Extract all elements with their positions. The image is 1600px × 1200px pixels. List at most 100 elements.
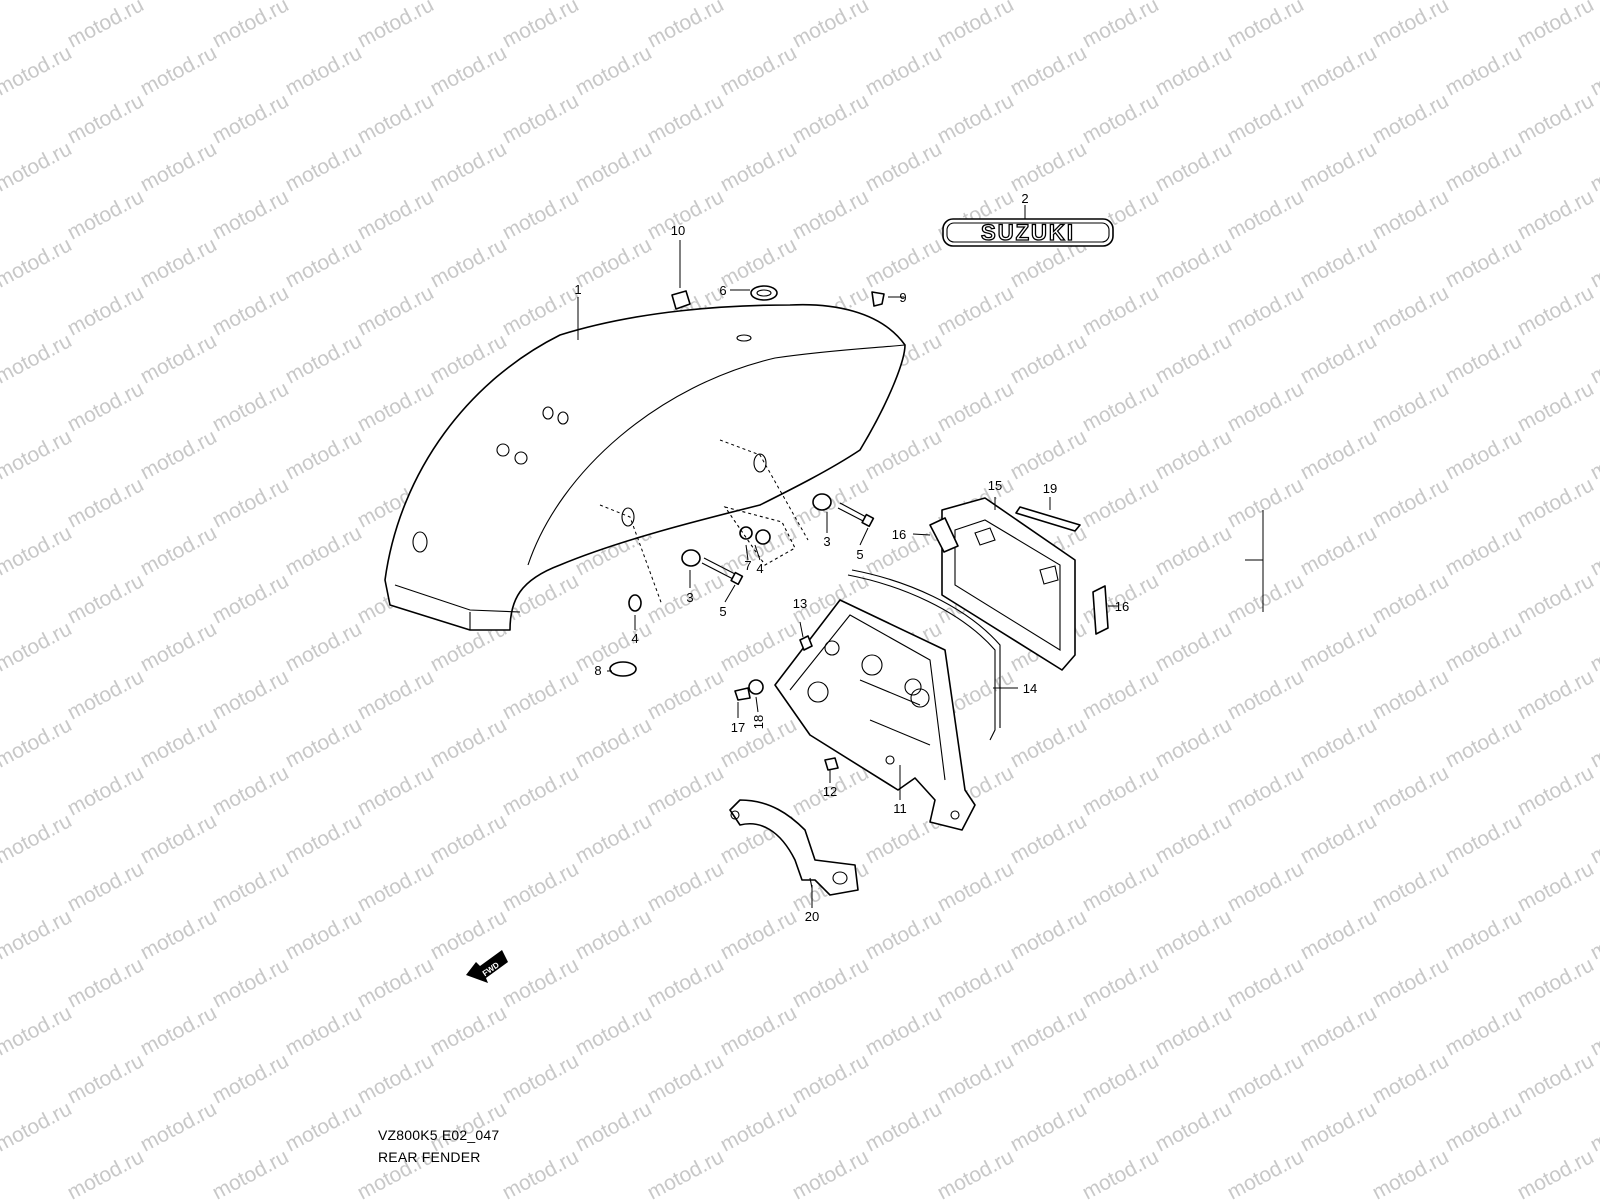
watermark-text: motod.ru bbox=[1079, 281, 1163, 340]
watermark-text: motod.ru bbox=[282, 617, 366, 676]
watermark-text: motod.ru bbox=[427, 1001, 511, 1060]
watermark-text: motod.ru bbox=[354, 857, 438, 916]
emblem-text: SUZUKI bbox=[981, 220, 1075, 245]
watermark-text: motod.ru bbox=[1152, 329, 1236, 388]
watermark-text: motod.ru bbox=[862, 233, 946, 292]
watermark-text: motod.ru bbox=[282, 0, 366, 4]
watermark-text: motod.ru bbox=[64, 1049, 148, 1108]
watermark-text: motod.ru bbox=[0, 713, 76, 772]
watermark-text: motod.ru bbox=[1587, 809, 1600, 868]
watermark-text: motod.ru bbox=[789, 1049, 873, 1108]
watermark-text: motod.ru bbox=[862, 1001, 946, 1060]
watermark-text: motod.ru bbox=[644, 185, 728, 244]
watermark-text: motod.ru bbox=[1152, 0, 1236, 4]
watermark-text: motod.ru bbox=[0, 233, 76, 292]
watermark-text: motod.ru bbox=[64, 0, 148, 52]
watermark-text: motod.ru bbox=[499, 953, 583, 1012]
watermark-text: motod.ru bbox=[499, 761, 583, 820]
watermark-text: motod.ru bbox=[644, 0, 728, 52]
watermark-text: motod.ru bbox=[1442, 329, 1526, 388]
watermark-text: motod.ru bbox=[1152, 1001, 1236, 1060]
watermark-text: motod.ru bbox=[0, 1097, 76, 1156]
watermark-text: motod.ru bbox=[1369, 0, 1453, 52]
watermark-text: motod.ru bbox=[1224, 185, 1308, 244]
watermark-text: motod.ru bbox=[717, 905, 801, 964]
watermark-text: motod.ru bbox=[137, 617, 221, 676]
watermark-text: motod.ru bbox=[862, 905, 946, 964]
callout-6: 6 bbox=[719, 283, 726, 298]
callout-8: 8 bbox=[594, 663, 601, 678]
watermark-text: motod.ru bbox=[644, 1049, 728, 1108]
watermark-text: motod.ru bbox=[64, 185, 148, 244]
watermark-text: motod.ru bbox=[1297, 809, 1381, 868]
watermark-text: motod.ru bbox=[1514, 665, 1598, 724]
watermark-text: motod.ru bbox=[427, 41, 511, 100]
watermark-text: motod.ru bbox=[1514, 281, 1598, 340]
watermark-text: motod.ru bbox=[572, 233, 656, 292]
watermark-text: motod.ru bbox=[1079, 953, 1163, 1012]
watermark-text: motod.ru bbox=[1007, 137, 1091, 196]
watermark-text: motod.ru bbox=[1514, 89, 1598, 148]
watermark-text: motod.ru bbox=[1007, 1097, 1091, 1156]
watermark-text: motod.ru bbox=[499, 1145, 583, 1200]
watermark-text: motod.ru bbox=[354, 953, 438, 1012]
watermark-text: motod.ru bbox=[1297, 0, 1381, 4]
watermark-text: motod.ru bbox=[1152, 905, 1236, 964]
watermark-text: motod.ru bbox=[427, 0, 511, 4]
watermark-text: motod.ru bbox=[137, 1001, 221, 1060]
watermark-text: motod.ru bbox=[499, 1049, 583, 1108]
watermark-text: motod.ru bbox=[1224, 665, 1308, 724]
watermark-text: motod.ru bbox=[64, 761, 148, 820]
watermark-text: motod.ru bbox=[137, 0, 221, 4]
watermark-text: motod.ru bbox=[1297, 137, 1381, 196]
watermark-text: motod.ru bbox=[862, 1097, 946, 1156]
watermark-text: motod.ru bbox=[1152, 41, 1236, 100]
watermark-text: motod.ru bbox=[1442, 617, 1526, 676]
watermark-text: motod.ru bbox=[499, 89, 583, 148]
watermark-text: motod.ru bbox=[1442, 713, 1526, 772]
watermark-text: motod.ru bbox=[209, 1145, 293, 1200]
watermark-text: motod.ru bbox=[934, 89, 1018, 148]
watermark-text: motod.ru bbox=[934, 281, 1018, 340]
bracket-wire-part bbox=[847, 569, 1001, 741]
watermark-text: motod.ru bbox=[282, 713, 366, 772]
watermark-text: motod.ru bbox=[1224, 281, 1308, 340]
watermark-text: motod.ru bbox=[717, 41, 801, 100]
watermark-text: motod.ru bbox=[934, 377, 1018, 436]
watermark-text: motod.ru bbox=[0, 329, 76, 388]
watermark-text: motod.ru bbox=[644, 857, 728, 916]
watermark-text: motod.ru bbox=[209, 569, 293, 628]
watermark-text: motod.ru bbox=[1369, 569, 1453, 628]
watermark-text: motod.ru bbox=[137, 1097, 221, 1156]
watermark-text: motod.ru bbox=[1224, 89, 1308, 148]
watermark-text: motod.ru bbox=[789, 89, 873, 148]
callout-12: 12 bbox=[823, 784, 837, 799]
watermark-text: motod.ru bbox=[1514, 0, 1598, 52]
watermark-text: motod.ru bbox=[572, 905, 656, 964]
watermark-text: motod.ru bbox=[572, 137, 656, 196]
watermark-text: motod.ru bbox=[0, 137, 76, 196]
watermark-text: motod.ru bbox=[1007, 1001, 1091, 1060]
watermark-text: motod.ru bbox=[64, 89, 148, 148]
watermark-text: motod.ru bbox=[354, 1049, 438, 1108]
watermark-text: motod.ru bbox=[789, 0, 873, 52]
watermark-text: motod.ru bbox=[282, 137, 366, 196]
watermark-text: motod.ru bbox=[1587, 617, 1600, 676]
watermark-text: motod.ru bbox=[934, 857, 1018, 916]
watermark-text: motod.ru bbox=[282, 233, 366, 292]
watermark-text: motod.ru bbox=[1442, 137, 1526, 196]
callout-14: 14 bbox=[1023, 681, 1037, 696]
watermark-text: motod.ru bbox=[934, 0, 1018, 52]
watermark-text: motod.ru bbox=[1369, 665, 1453, 724]
watermark-text: motod.ru bbox=[717, 1001, 801, 1060]
watermark-text: motod.ru bbox=[209, 281, 293, 340]
watermark-text: motod.ru bbox=[1442, 0, 1526, 4]
watermark-text: motod.ru bbox=[1224, 473, 1308, 532]
watermark-text: motod.ru bbox=[354, 89, 438, 148]
callout-15: 15 bbox=[988, 478, 1002, 493]
watermark-text: motod.ru bbox=[427, 233, 511, 292]
watermark-text: motod.ru bbox=[1442, 905, 1526, 964]
watermark-text: motod.ru bbox=[137, 233, 221, 292]
callout-10: 10 bbox=[671, 223, 685, 238]
